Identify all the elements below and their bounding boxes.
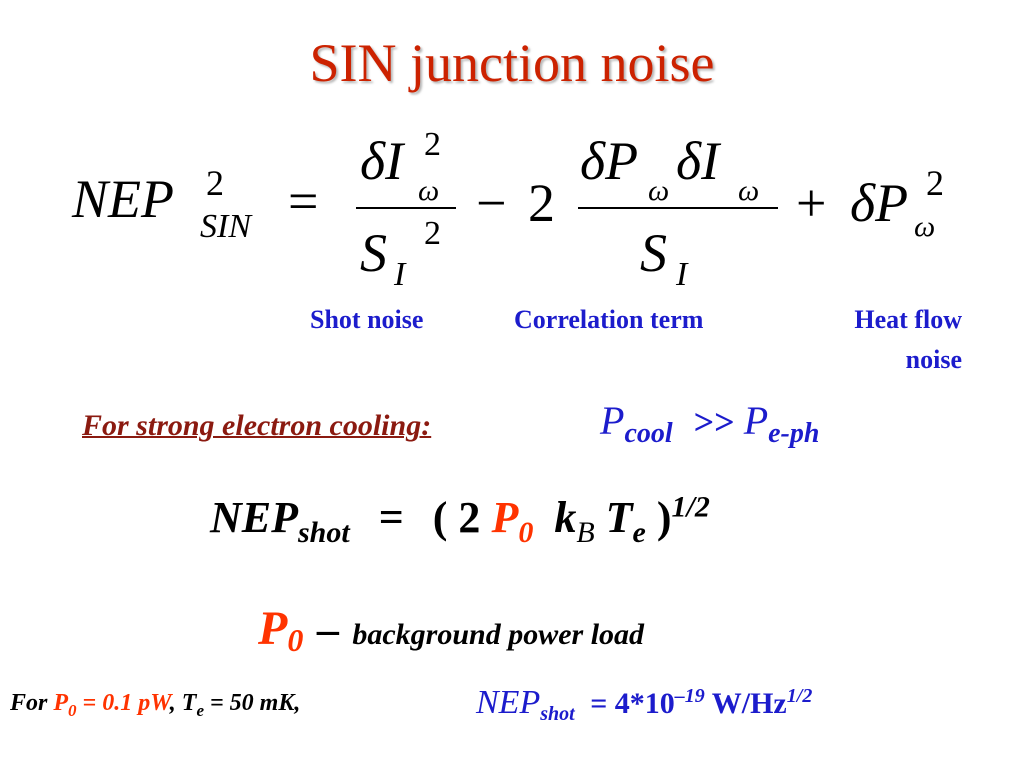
term3: δP: [850, 173, 909, 233]
result-nep-subscript: shot: [540, 703, 575, 725]
shot-noise-label: Shot noise: [310, 305, 424, 334]
term1-num-exponent: 2: [424, 126, 441, 163]
example-te: T: [181, 690, 197, 716]
term2-denominator: S: [640, 223, 667, 283]
slide-title: SIN junction noise: [309, 33, 715, 93]
example-parameters: For P0 = 0.1 pW, Te = 50 mK,: [10, 690, 301, 720]
close-paren: ): [656, 493, 672, 542]
p0-symbol: P: [491, 493, 519, 542]
result-value: = 4*10: [590, 687, 675, 720]
t-subscript: e: [632, 515, 646, 549]
nep-exponent: 1/2: [671, 490, 710, 524]
example-p0: P: [53, 690, 69, 716]
term2-den-subscript: I: [676, 256, 688, 293]
cooling-condition-formula: Pcool >> Pe-ph: [600, 397, 819, 448]
k-subscript: B: [576, 515, 595, 549]
p-eph-symbol: P: [743, 398, 769, 443]
heat-flow-label-line1: Heat flow: [854, 305, 962, 334]
lhs-subscript: SIN: [200, 208, 251, 245]
p-cool-symbol: P: [600, 398, 625, 443]
term3-subscript: ω: [914, 210, 936, 243]
term2-num-a-subscript: ω: [648, 174, 670, 207]
nep-result: NEPshot = 4*10–19 W/Hz1/2: [476, 684, 813, 725]
p0-def-dash: –: [316, 605, 339, 654]
nep-symbol-2: NEP: [210, 493, 298, 542]
main-equation: NEP 2 SIN = δI ω 2 S I 2 − 2 δP ω δI ω S…: [0, 0, 1024, 300]
p0-def-symbol: P: [258, 602, 288, 655]
term2-fraction-bar: [578, 207, 778, 209]
result-unit-exponent: 1/2: [786, 685, 813, 707]
minus-sign: −: [476, 173, 507, 233]
heat-flow-label-line2: noise: [905, 345, 962, 374]
term1-den-exponent: 2: [424, 215, 441, 252]
example-p0-value: = 0.1 pW: [82, 690, 170, 716]
term1-den-subscript: I: [394, 256, 406, 293]
p0-definition: P0 – background power load: [258, 601, 644, 656]
term2-numerator-b: δI: [676, 131, 720, 191]
correlation-term-label: Correlation term: [514, 305, 704, 334]
example-for: For: [10, 690, 48, 716]
term1-num-subscript: ω: [418, 174, 440, 207]
much-greater-sign: >>: [693, 402, 735, 442]
equals-sign: =: [288, 171, 319, 231]
term2-num-b-subscript: ω: [738, 174, 760, 207]
result-nep: NEP: [476, 684, 541, 721]
example-te-subscript: e: [196, 700, 204, 720]
nep-symbol: NEP: [72, 169, 174, 229]
nep-shot-formula: NEPshot = ( 2 P0 kB Te )1/2: [210, 490, 710, 547]
p0-subscript: 0: [518, 515, 534, 549]
k-symbol: k: [554, 493, 577, 542]
nep-equals: =: [378, 493, 404, 542]
cooling-condition-label: For strong electron cooling:: [82, 409, 432, 442]
term1-fraction-bar: [356, 207, 456, 209]
result-unit: W/Hz: [711, 687, 787, 720]
example-p0-subscript: 0: [68, 700, 77, 720]
example-te-value: = 50 mK,: [209, 690, 301, 716]
plus-sign: +: [796, 173, 827, 233]
term1-denominator: S: [360, 223, 387, 283]
result-exponent: –19: [674, 685, 705, 707]
nep-shot-subscript: shot: [298, 515, 350, 549]
p0-def-text: background power load: [352, 618, 645, 651]
term2-numerator-a: δP: [580, 131, 639, 191]
open-paren: ( 2: [432, 493, 481, 542]
t-symbol: T: [605, 493, 633, 542]
lhs-exponent: 2: [206, 163, 224, 203]
example-comma: ,: [169, 690, 176, 716]
term3-exponent: 2: [926, 163, 944, 203]
term1-numerator: δI: [360, 131, 404, 191]
p-eph-subscript: e-ph: [768, 418, 820, 450]
coefficient: 2: [528, 173, 555, 233]
p-cool-subscript: cool: [624, 418, 673, 450]
p0-def-subscript: 0: [287, 622, 304, 658]
